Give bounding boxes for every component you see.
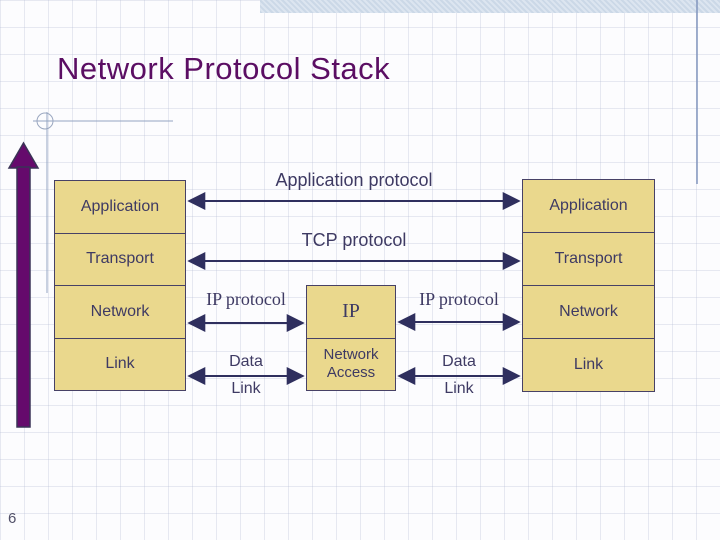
ip-protocol-right-label: IP protocol	[419, 289, 499, 309]
right-stack-transport: Transport	[523, 232, 654, 285]
middle-stack-ip: IP	[342, 300, 360, 323]
right-stack-network: Network	[523, 285, 654, 338]
guide-circle-icon	[36, 112, 54, 130]
left-protocol-stack: Application Transport Network Link	[54, 180, 186, 391]
data-link-left-label: Data Link	[229, 353, 263, 397]
page-title: Network Protocol Stack	[57, 51, 391, 86]
right-stack-link: Link	[523, 338, 654, 391]
up-arrow-head-icon	[7, 141, 40, 169]
data-link-right-label: Data Link	[442, 353, 476, 397]
page-number: 6	[8, 510, 17, 527]
application-protocol-label: Application protocol	[275, 170, 433, 190]
left-stack-application: Application	[80, 197, 160, 215]
middle-stack-network-access: Network Access	[307, 337, 395, 391]
ip-protocol-left-label: IP protocol	[206, 289, 286, 309]
accent-band	[260, 0, 720, 13]
right-protocol-stack: Application Transport Network Link	[522, 179, 655, 392]
left-stack-link: Link	[55, 337, 185, 391]
left-stack-network: Network	[55, 285, 185, 338]
left-stack-transport: Transport	[55, 232, 185, 286]
tcp-protocol-label: TCP protocol	[301, 230, 407, 250]
right-stack-application: Application	[549, 197, 628, 214]
middle-router-stack: IP Network Access	[306, 285, 396, 391]
up-arrow-shaft	[16, 166, 31, 428]
